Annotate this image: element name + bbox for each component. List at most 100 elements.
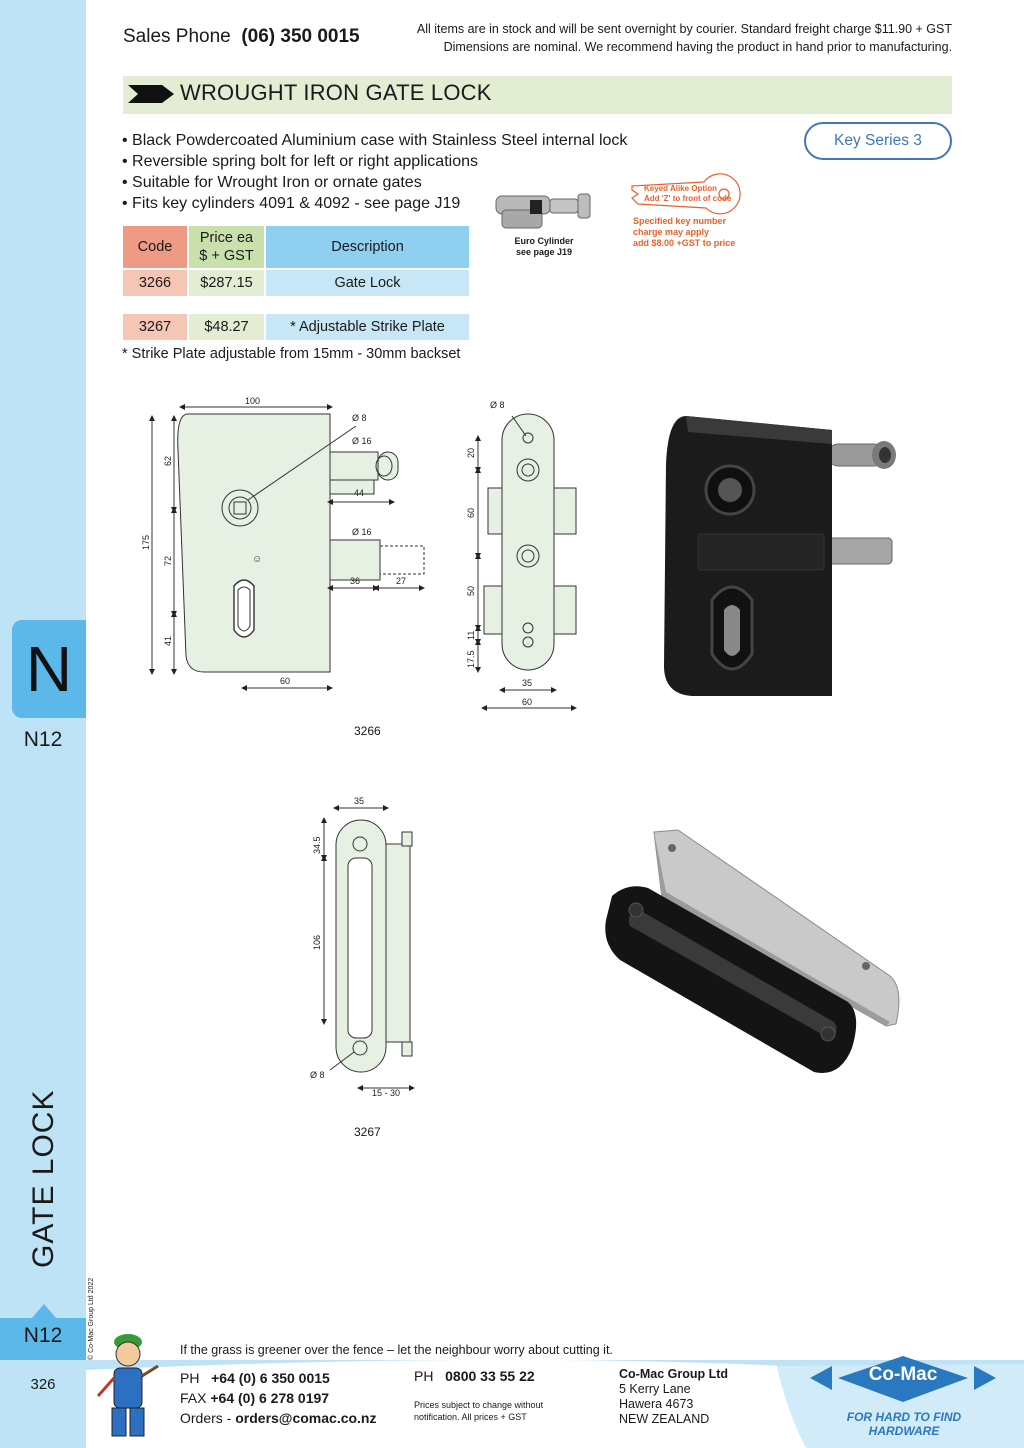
dim-label: 62	[163, 456, 173, 466]
table-header-price-line: Price ea	[199, 230, 254, 246]
feature-item: • Suitable for Wrought Iron or ornate ga…	[122, 174, 422, 191]
address-line: NEW ZEALAND	[619, 1412, 710, 1426]
comac-logo-text: Co-Mac	[868, 1364, 938, 1385]
bottom-tab-code: N12	[23, 1324, 63, 1347]
dim-label: 60	[280, 676, 290, 686]
table-header-price: Price ea $ + GST	[189, 226, 264, 268]
section-tab[interactable]	[12, 620, 86, 718]
dim-label: Ø 16	[352, 527, 372, 537]
dim-label: 15 - 30	[372, 1088, 400, 1098]
arrow-icon	[128, 85, 174, 103]
dim-label: 60	[522, 697, 532, 707]
dim-label: 17.5	[466, 650, 476, 668]
keyed-alike-line: Keyed Alike Option	[644, 184, 718, 193]
address-line: Hawera 4673	[619, 1397, 694, 1411]
dim-label: 27	[396, 576, 406, 586]
keyed-alike-line: Add 'Z' to front of code	[644, 194, 732, 203]
lock-side-drawing: Ø 8 20 60 50 11 17.5 35 60	[466, 400, 577, 711]
footer-tagline: If the grass is greener over the fence –…	[180, 1343, 613, 1357]
sales-phone-number[interactable]: (06) 350 0015	[241, 26, 360, 47]
dim-label: 35	[354, 796, 364, 806]
dim-label: 34.5	[312, 836, 322, 854]
freephone: PH 0800 33 55 22	[414, 1368, 535, 1384]
dim-label: Ø 8	[490, 400, 505, 410]
section-tab-code: N12	[23, 728, 63, 751]
dim-label: 35	[522, 678, 532, 688]
comac-logo	[810, 1356, 996, 1402]
euro-cylinder-label-line: Euro Cylinder	[514, 236, 574, 246]
company-name: Co-Mac Group Ltd	[619, 1367, 729, 1381]
disclaimer-line: Prices subject to change without	[414, 1400, 544, 1410]
dim-label: 11	[466, 631, 476, 640]
orders-email-link[interactable]: orders@comac.co.nz	[235, 1410, 377, 1426]
strike-plate-note: * Strike Plate adjustable from 15mm - 30…	[122, 346, 461, 362]
key-outline-icon	[631, 173, 741, 215]
dim-label: 100	[245, 396, 260, 406]
sales-phone: Sales Phone (06) 350 0015	[123, 26, 360, 48]
key-charge-line: add $8.00 +GST to price	[633, 238, 736, 248]
address-line: 5 Kerry Lane	[619, 1382, 691, 1396]
orders-label: Orders -	[180, 1410, 232, 1426]
bottom-tab-pointer	[32, 1304, 56, 1318]
price-disclaimer: Prices subject to change without notific…	[414, 1399, 543, 1423]
dim-label: 44	[354, 488, 364, 498]
table-cell-description: Gate Lock	[266, 270, 469, 296]
feature-item: • Reversible spring bolt for left or rig…	[122, 153, 478, 170]
title-bar	[123, 76, 952, 114]
table-cell-code: 3267	[123, 314, 187, 340]
key-charge-line: Specified key number	[633, 216, 727, 226]
drawing-label-strike: 3267	[354, 1125, 381, 1139]
dim-label: 50	[466, 586, 476, 596]
dim-label: 41	[163, 636, 173, 646]
dim-label: Ø 8	[352, 413, 367, 423]
sales-phone-label: Sales Phone	[123, 26, 231, 47]
dim-label: Ø 16	[352, 436, 372, 446]
disclaimer-line: notification. All prices + GST	[414, 1412, 527, 1422]
bottom-tab	[0, 1318, 86, 1360]
feature-item: • Fits key cylinders 4091 & 4092 - see p…	[122, 195, 461, 212]
dim-label: 175	[141, 535, 151, 550]
phone-number[interactable]: +64 (0) 6 350 0015	[211, 1370, 330, 1386]
shipping-notice: All items are in stock and will be sent …	[330, 20, 952, 56]
dim-label: 20	[466, 448, 476, 458]
euro-cylinder-image	[495, 193, 591, 229]
section-title: GATE LOCK	[27, 1089, 60, 1268]
gate-lock-photo	[664, 416, 896, 696]
keyed-alike-note: Keyed Alike Option Add 'Z' to front of c…	[632, 184, 731, 204]
freephone-label: PH	[414, 1368, 434, 1384]
dim-label: 60	[466, 508, 476, 518]
key-charge-line: charge may apply	[633, 227, 710, 237]
fax-label: FAX	[180, 1390, 207, 1406]
footer-contact: PH +64 (0) 6 350 0015 FAX +64 (0) 6 278 …	[180, 1368, 377, 1428]
page-number: 326	[30, 1376, 56, 1393]
mascot-image	[96, 1334, 159, 1437]
product-title: WROUGHT IRON GATE LOCK	[180, 80, 492, 105]
svg-text:☺: ☺	[252, 554, 262, 565]
logo-tagline: FOR HARD TO FIND HARDWARE	[846, 1410, 962, 1438]
company-address: Co-Mac Group Ltd 5 Kerry Lane Hawera 467…	[619, 1367, 728, 1427]
freephone-number[interactable]: 0800 33 55 22	[445, 1368, 535, 1384]
fax-number: +64 (0) 6 278 0197	[210, 1390, 330, 1406]
table-cell-description: * Adjustable Strike Plate	[266, 314, 469, 340]
key-charge-note: Specified key number charge may apply ad…	[633, 216, 735, 249]
sidebar	[0, 0, 86, 1448]
euro-cylinder-label-line[interactable]: see page J19	[515, 247, 573, 257]
table-cell-price: $287.15	[189, 270, 264, 296]
table-header-price-line: $ + GST	[199, 248, 254, 264]
lock-front-drawing: ☺ 100 Ø 8 Ø 16 44 Ø 16 36 27 60 175 62 7…	[141, 396, 425, 691]
table-header-description: Description	[266, 226, 469, 268]
footer-wave	[86, 1360, 1024, 1448]
strike-plate-photo	[605, 829, 900, 1073]
dim-label: Ø 8	[310, 1070, 325, 1080]
feature-item: • Black Powdercoated Aluminium case with…	[122, 132, 628, 149]
key-series-badge[interactable]: Key Series 3	[804, 122, 952, 160]
strike-plate-drawing: 35 34.5 106 Ø 8 15 - 30	[310, 796, 415, 1098]
table-cell-price: $48.27	[189, 314, 264, 340]
feature-list: • Black Powdercoated Aluminium case with…	[122, 130, 627, 214]
phone-label: PH	[180, 1370, 200, 1386]
table-cell-code: 3266	[123, 270, 187, 296]
euro-cylinder-label: Euro Cylinder see page J19	[506, 236, 582, 258]
notice-line: All items are in stock and will be sent …	[416, 22, 952, 36]
section-tab-letter: N	[25, 633, 73, 705]
drawing-label-lock: 3266	[354, 724, 381, 738]
